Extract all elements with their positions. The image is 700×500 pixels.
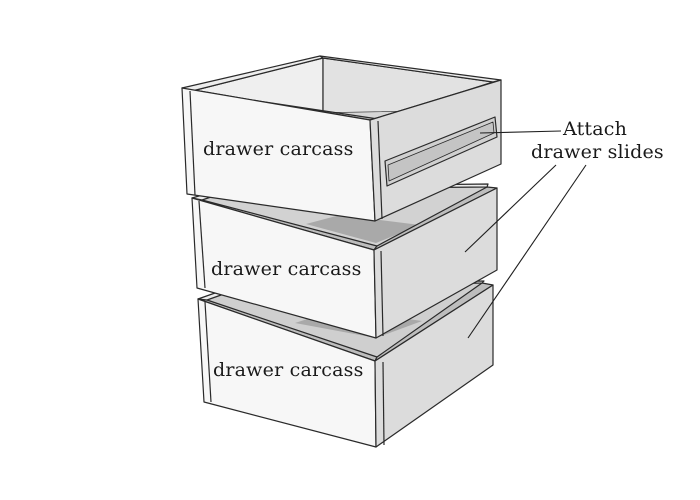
drawer-carcass-top [181, 55, 502, 222]
drawer-label-bottom: drawer carcass [213, 359, 364, 381]
drawer-label-middle: drawer carcass [211, 258, 362, 280]
callout-leader-lines [464, 130, 587, 339]
callout-drawer-slides: drawer slides [531, 141, 664, 163]
callout-attach: Attach [563, 118, 628, 140]
drawer-carcass-middle [191, 183, 498, 339]
drawer-label-top: drawer carcass [203, 138, 354, 160]
